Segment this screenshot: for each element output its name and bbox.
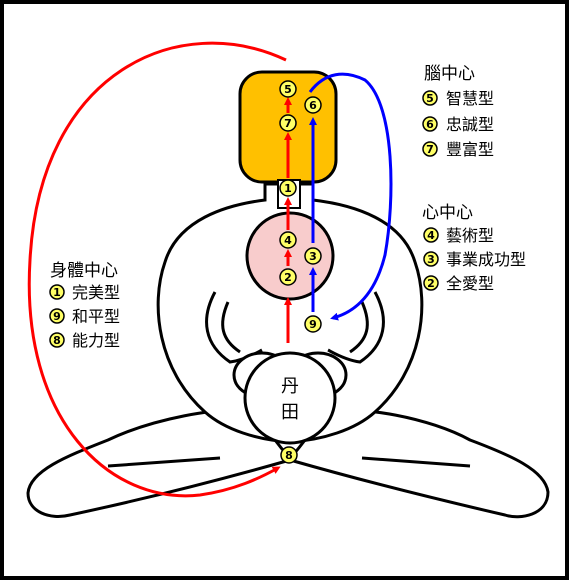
svg-text:智慧型: 智慧型 bbox=[446, 89, 494, 108]
svg-text:全愛型: 全愛型 bbox=[446, 274, 494, 293]
legend-item-7: 7 豐富型 bbox=[422, 140, 494, 159]
svg-text:忠誠型: 忠誠型 bbox=[446, 115, 494, 134]
legend-item-4: 4 藝術型 bbox=[423, 226, 494, 245]
arrow-6-to-9-loop bbox=[308, 72, 393, 321]
heart-center-legend: 心中心 4 藝術型 3 事業成功型 2 全愛型 bbox=[422, 203, 526, 293]
svg-text:事業成功型: 事業成功型 bbox=[446, 250, 526, 269]
svg-text:豐富型: 豐富型 bbox=[446, 140, 494, 159]
dantian-label-1: 丹 bbox=[281, 376, 299, 397]
right-leg-line bbox=[361, 456, 471, 468]
svg-text:3: 3 bbox=[427, 253, 435, 266]
badge-2: 2 bbox=[279, 268, 297, 286]
head-center-legend: 腦中心 5 智慧型 6 忠誠型 7 豐富型 bbox=[422, 64, 494, 159]
svg-text:1: 1 bbox=[53, 286, 61, 299]
legend-item-8: 8 能力型 bbox=[49, 331, 120, 350]
badge-5: 5 bbox=[279, 80, 297, 98]
svg-text:4: 4 bbox=[284, 234, 292, 247]
svg-text:藝術型: 藝術型 bbox=[446, 226, 494, 245]
badge-7: 7 bbox=[279, 114, 297, 132]
svg-text:2: 2 bbox=[427, 277, 435, 290]
head-center-title: 腦中心 bbox=[424, 64, 475, 84]
dantian-circle bbox=[243, 351, 337, 445]
body-center-title: 身體中心 bbox=[50, 261, 118, 281]
badge-3: 3 bbox=[304, 247, 322, 265]
svg-text:3: 3 bbox=[309, 250, 317, 263]
svg-text:7: 7 bbox=[284, 117, 292, 130]
left-arm-inner bbox=[221, 301, 241, 354]
right-arm-inner bbox=[349, 301, 369, 354]
svg-text:4: 4 bbox=[427, 229, 435, 242]
svg-text:能力型: 能力型 bbox=[72, 331, 120, 350]
badge-4: 4 bbox=[279, 231, 297, 249]
legend-item-6: 6 忠誠型 bbox=[422, 115, 494, 134]
svg-text:5: 5 bbox=[284, 83, 292, 96]
svg-text:9: 9 bbox=[309, 318, 317, 331]
arrow-5-to-8-loop bbox=[27, 41, 287, 498]
left-leg-line bbox=[107, 456, 221, 468]
heart-center-title: 心中心 bbox=[422, 203, 473, 223]
badge-9: 9 bbox=[304, 315, 322, 333]
svg-text:9: 9 bbox=[53, 310, 61, 323]
legend-item-3: 3 事業成功型 bbox=[423, 250, 526, 269]
svg-text:7: 7 bbox=[426, 143, 434, 156]
legend-item-2: 2 全愛型 bbox=[423, 274, 494, 293]
badge-6: 6 bbox=[304, 96, 322, 114]
legend-item-9: 9 和平型 bbox=[49, 307, 120, 326]
svg-text:2: 2 bbox=[284, 271, 292, 284]
svg-text:完美型: 完美型 bbox=[72, 283, 120, 302]
dantian-label-2: 田 bbox=[281, 402, 299, 423]
svg-text:6: 6 bbox=[426, 118, 434, 131]
badge-8: 8 bbox=[280, 446, 298, 464]
legs-outline bbox=[26, 408, 550, 519]
svg-text:8: 8 bbox=[285, 449, 293, 462]
legend-item-5: 5 智慧型 bbox=[422, 89, 494, 108]
svg-text:8: 8 bbox=[53, 334, 61, 347]
svg-text:1: 1 bbox=[284, 182, 292, 195]
svg-text:和平型: 和平型 bbox=[72, 307, 120, 326]
body-center-legend: 身體中心 1 完美型 9 和平型 8 能力型 bbox=[49, 261, 120, 350]
legend-item-1: 1 完美型 bbox=[49, 283, 120, 302]
svg-text:5: 5 bbox=[426, 92, 434, 105]
svg-text:6: 6 bbox=[309, 99, 317, 112]
right-arm-line bbox=[327, 291, 385, 364]
badge-1: 1 bbox=[279, 179, 297, 197]
